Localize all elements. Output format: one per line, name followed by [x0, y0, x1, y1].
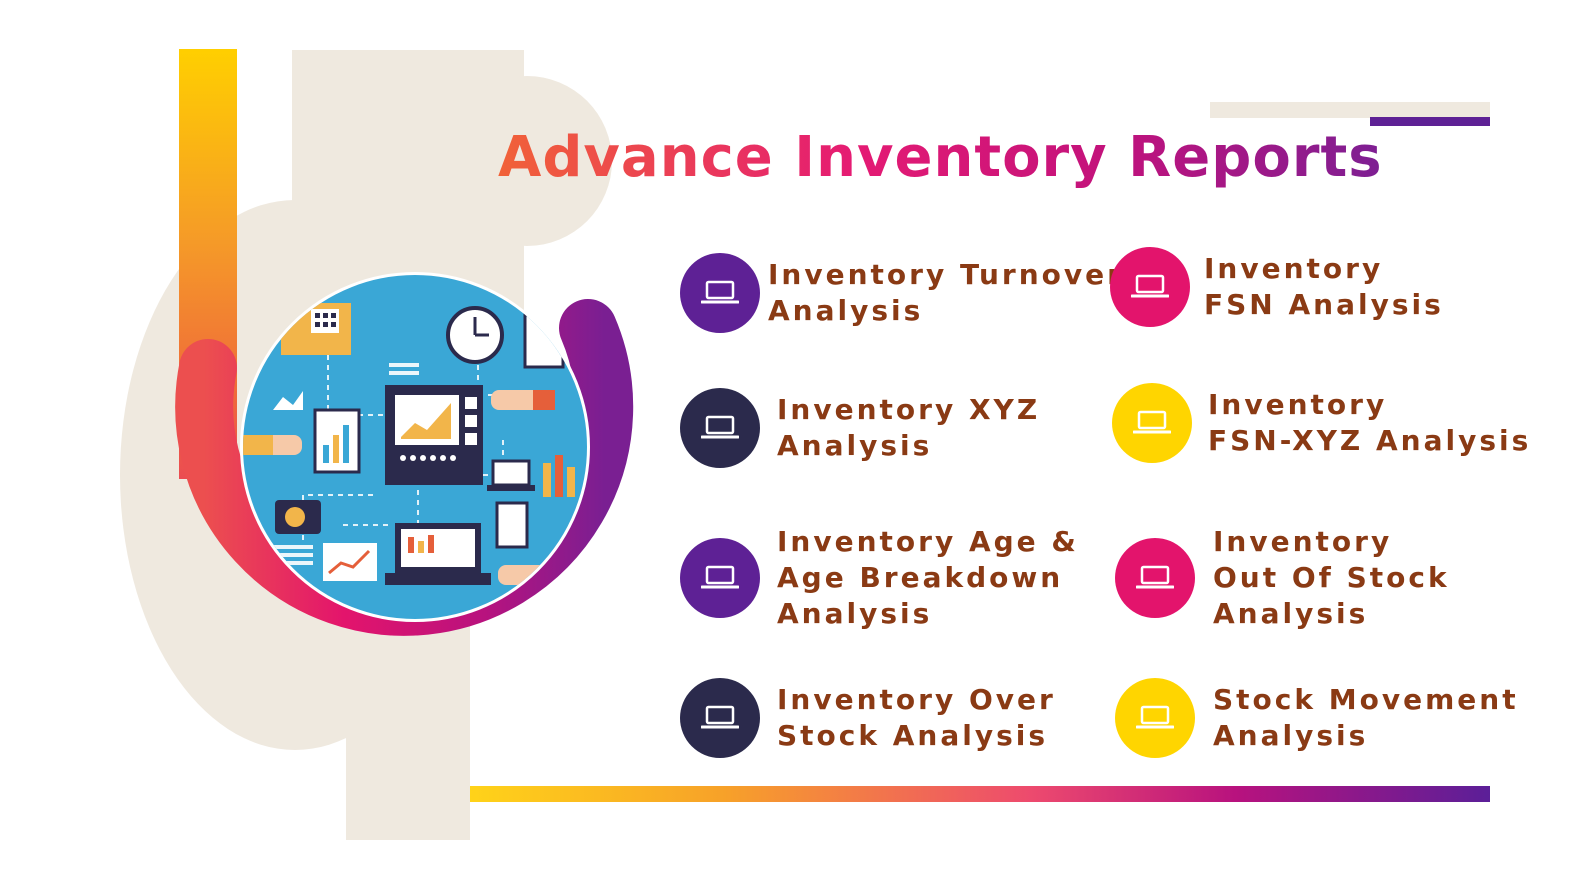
report-label-line: Inventory Turnover	[768, 258, 1124, 291]
report-label-line: Stock Analysis	[777, 719, 1049, 752]
report-label-line: Inventory Age &	[777, 525, 1079, 558]
inventory-illustration	[240, 272, 590, 622]
report-label: Inventory Out Of Stock Analysis	[1213, 524, 1450, 632]
report-item-inventory-age[interactable]: Inventory Age & Age Breakdown Analysis	[680, 524, 1079, 632]
laptop-icon	[701, 705, 739, 729]
report-label-line: Age Breakdown	[777, 561, 1064, 594]
report-label: Stock Movement Analysis	[1213, 682, 1519, 754]
report-label: Inventory Over Stock Analysis	[777, 682, 1056, 754]
report-icon-bg	[1115, 678, 1195, 758]
laptop-icon	[1136, 565, 1174, 589]
report-icon-bg	[680, 388, 760, 468]
report-label-line: Analysis	[1213, 719, 1369, 752]
laptop-icon	[701, 565, 739, 589]
decorative-beige-stem	[346, 600, 470, 840]
report-label-line: Inventory	[1204, 252, 1384, 285]
report-label-line: Analysis	[1213, 597, 1369, 630]
laptop-illustration-icon	[385, 523, 491, 585]
report-label: Inventory FSN-XYZ Analysis	[1208, 387, 1531, 459]
decorative-top-beige-line	[1210, 102, 1490, 118]
report-item-inventory-out-of-stock[interactable]: Inventory Out Of Stock Analysis	[1115, 524, 1450, 632]
report-icon-bg	[680, 538, 760, 618]
report-item-inventory-turnover[interactable]: Inventory Turnover Analysis	[680, 253, 1124, 333]
report-icon-bg	[1115, 538, 1195, 618]
report-label: Inventory Age & Age Breakdown Analysis	[777, 524, 1079, 632]
report-label: Inventory Turnover Analysis	[768, 257, 1124, 329]
report-icon-bg	[680, 678, 760, 758]
report-label: Inventory FSN Analysis	[1204, 251, 1444, 323]
report-label-line: Stock Movement	[1213, 683, 1519, 716]
tablet-icon	[313, 408, 361, 474]
report-item-inventory-fsn-xyz[interactable]: Inventory FSN-XYZ Analysis	[1112, 383, 1531, 463]
laptop-icon	[701, 280, 739, 304]
laptop-icon	[1131, 274, 1169, 298]
report-label-line: Analysis	[777, 597, 933, 630]
report-label-line: FSN-XYZ Analysis	[1208, 424, 1532, 457]
report-item-inventory-fsn[interactable]: Inventory FSN Analysis	[1110, 247, 1444, 327]
report-icon-bg	[1110, 247, 1190, 327]
report-label-line: Inventory	[1208, 388, 1388, 421]
clock-icon	[446, 306, 504, 364]
monitor-icon	[385, 385, 483, 485]
report-label-line: Analysis	[777, 429, 933, 462]
report-item-inventory-xyz[interactable]: Inventory XYZ Analysis	[680, 388, 1040, 468]
report-icon-bg	[680, 253, 760, 333]
decorative-beige-circle	[442, 76, 612, 246]
decorative-bottom-gradient-line	[470, 786, 1490, 802]
report-label-line: Inventory	[1213, 525, 1393, 558]
report-item-inventory-over-stock[interactable]: Inventory Over Stock Analysis	[680, 678, 1056, 758]
report-label-line: Inventory Over	[777, 683, 1056, 716]
report-label-line: Out Of Stock	[1213, 561, 1450, 594]
report-item-stock-movement[interactable]: Stock Movement Analysis	[1115, 678, 1519, 758]
report-icon-bg	[1112, 383, 1192, 463]
laptop-icon	[1136, 705, 1174, 729]
report-label-line: FSN Analysis	[1204, 288, 1444, 321]
camera-icon	[275, 500, 321, 534]
report-label: Inventory XYZ Analysis	[777, 392, 1040, 464]
laptop-icon	[1133, 410, 1171, 434]
decorative-top-purple-line	[1370, 117, 1490, 126]
report-label-line: Analysis	[768, 294, 924, 327]
report-label-line: Inventory XYZ	[777, 393, 1041, 426]
laptop-icon	[701, 415, 739, 439]
page-title: Advance Inventory Reports	[498, 118, 1383, 198]
